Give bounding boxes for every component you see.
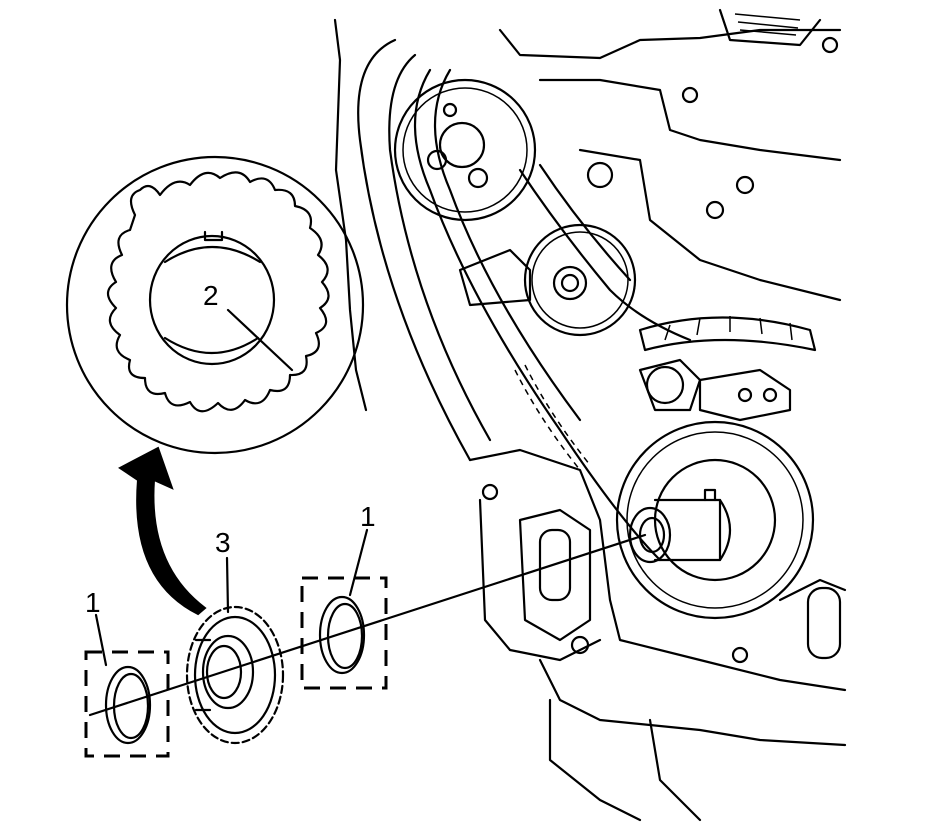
crank-gear [185,605,285,745]
leader-right-1 [348,528,369,597]
timing-chain [413,68,692,562]
right-ring-group [300,576,388,690]
right-ring [318,595,366,675]
camshaft-sprocket [393,78,537,222]
chain-guide [357,38,492,462]
chain-tensioner [638,316,817,352]
idler-sprocket [523,223,637,337]
left-ring-group [84,650,170,758]
callout-1-right: 1 [360,501,376,532]
leader-left-1 [94,613,108,667]
left-ring-frame [84,650,170,758]
engine-block [333,8,847,822]
zoom-arrow [118,446,207,616]
callout-1-left: 1 [85,587,101,618]
installation-axis-line [88,533,647,717]
callout-3: 3 [215,527,231,558]
callout-2: 2 [203,280,219,311]
crankshaft-sprocket-installed [615,420,815,620]
crankshaft-nose [628,506,672,564]
detail-zoom-circle [65,155,365,455]
right-ring-frame [300,576,388,690]
leader-2 [226,308,294,372]
left-ring [104,665,152,745]
leader-3 [225,556,230,614]
